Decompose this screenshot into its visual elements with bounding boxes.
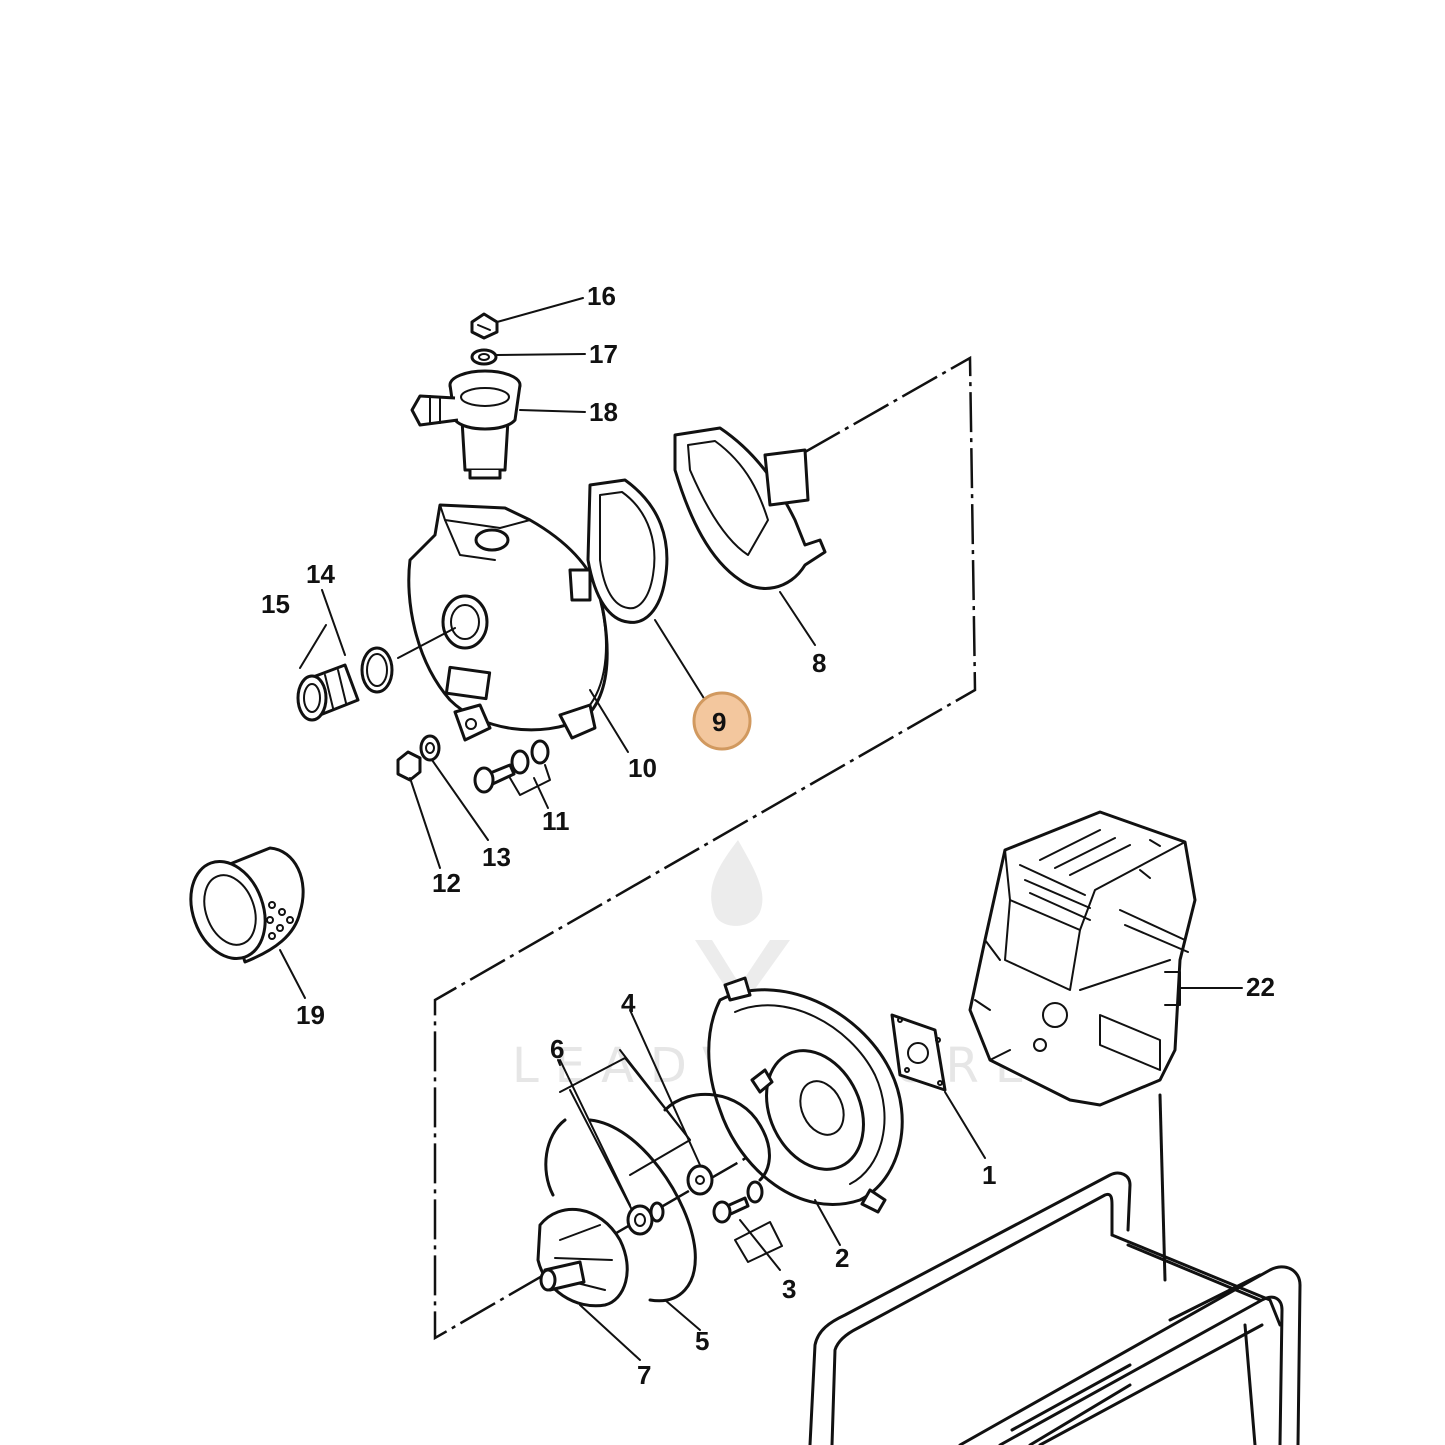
label-19: 19	[296, 1000, 325, 1030]
strainer-part-19[interactable]	[178, 846, 305, 969]
tee-fitting-part-18[interactable]	[410, 369, 522, 480]
label-2: 2	[835, 1243, 849, 1273]
hose-fitting-part-15[interactable]	[296, 663, 360, 722]
gasket-part-9[interactable]	[586, 478, 669, 624]
frame[interactable]	[808, 1093, 1302, 1445]
label-14: 14	[306, 559, 335, 589]
plug-part-16[interactable]	[470, 312, 499, 340]
volute-housing-part-8[interactable]	[673, 426, 827, 590]
upper-assembly-outline	[433, 355, 977, 1341]
impeller-part-7[interactable]	[536, 1208, 629, 1308]
washer-part-17[interactable]	[470, 348, 498, 366]
seal-plate-part-2[interactable]	[707, 976, 904, 1214]
gasket-part-1[interactable]	[890, 1013, 947, 1092]
o-ring-part-14[interactable]	[360, 646, 394, 694]
label-12: 12	[432, 868, 461, 898]
label-16: 16	[587, 281, 616, 311]
nut-part-12[interactable]	[396, 750, 422, 782]
leader-14-casing	[397, 627, 456, 659]
label-1: 1	[982, 1160, 996, 1190]
label-15: 15	[261, 589, 290, 619]
part-labels: 16 17 18 14 15 8 9 10 11 13 12 19 22 4 6…	[261, 281, 1275, 1390]
pump-casing-part-10[interactable]	[407, 503, 609, 742]
label-13: 13	[482, 842, 511, 872]
label-3: 3	[782, 1274, 796, 1304]
label-7: 7	[637, 1360, 651, 1390]
label-18: 18	[589, 397, 618, 427]
label-22: 22	[1246, 972, 1275, 1002]
label-11: 11	[542, 806, 570, 836]
shim-part-6[interactable]	[626, 1201, 665, 1236]
label-9: 9	[712, 707, 726, 737]
bolt-part-3[interactable]	[712, 1180, 764, 1224]
label-5: 5	[695, 1326, 709, 1356]
bolt-set-part-11[interactable]	[473, 739, 551, 796]
ring-part-5[interactable]	[544, 1118, 697, 1303]
label-10: 10	[628, 753, 657, 783]
label-6: 6	[550, 1034, 564, 1064]
label-4: 4	[621, 988, 636, 1018]
leader-brackets	[559, 1057, 783, 1263]
label-17: 17	[589, 339, 618, 369]
engine[interactable]	[968, 810, 1197, 1107]
washer-part-13[interactable]	[419, 734, 441, 762]
highlight-marker[interactable]	[692, 691, 752, 751]
label-8: 8	[812, 648, 826, 678]
